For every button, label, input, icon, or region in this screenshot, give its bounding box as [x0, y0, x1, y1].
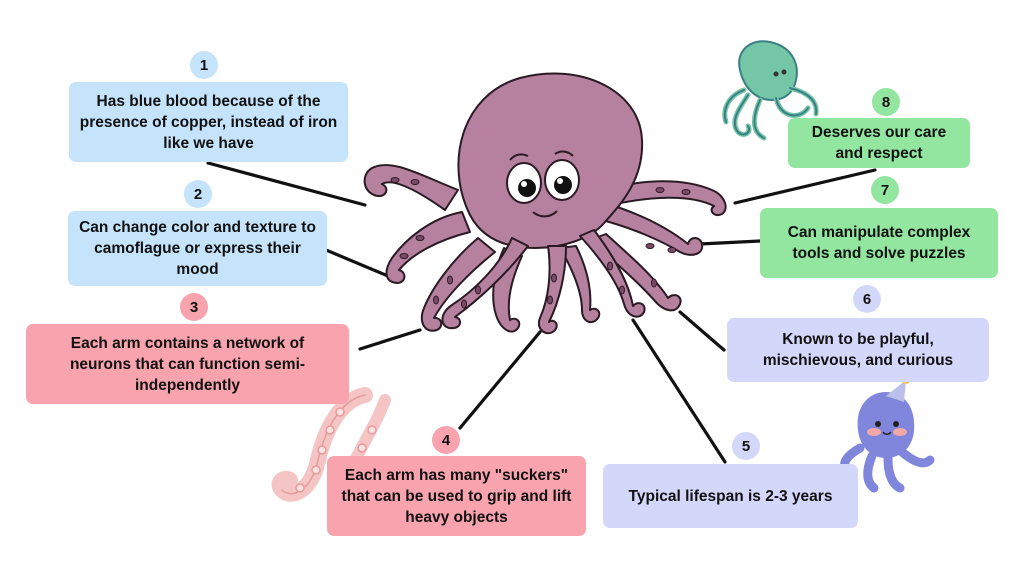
arm-far-right-upper [601, 180, 727, 216]
fact-5-box: Typical lifespan is 2-3 years [603, 464, 858, 528]
connector-line-5 [631, 318, 727, 464]
octopus-face [506, 150, 580, 218]
connector-line-1 [206, 161, 367, 207]
fact-7-number-badge: 7 [871, 176, 899, 204]
arm-far-left-upper [363, 164, 459, 211]
fact-4-number: 4 [441, 431, 451, 449]
fact-3-number-badge: 3 [180, 293, 208, 321]
fact-3-number: 3 [189, 298, 199, 316]
connector-line-3 [358, 328, 422, 351]
fact-7-box: Can manipulate complex tools and solve p… [760, 208, 998, 278]
fact-4-box: Each arm has many "suckers" that can be … [327, 456, 586, 536]
fact-6-number-badge: 6 [853, 285, 881, 313]
fact-4-number-badge: 4 [432, 426, 460, 454]
fact-5-text: Typical lifespan is 2-3 years [628, 487, 833, 505]
green-octopus-sketch [722, 40, 819, 141]
octopus-head [457, 72, 644, 249]
fact-7-number: 7 [880, 181, 890, 199]
fact-3-text: Each arm contains a network of neurons t… [69, 334, 306, 394]
fact-3-box: Each arm contains a network of neurons t… [26, 324, 349, 404]
fact-6-text: Known to be playful, mischievous, and cu… [762, 331, 954, 369]
fact-8-text: Deserves our care and respect [811, 124, 947, 162]
fact-1-box: Has blue blood because of the presence o… [69, 82, 348, 162]
connector-line-8 [733, 168, 877, 205]
suckers [390, 177, 691, 309]
arm-right-lower [589, 233, 682, 312]
connector-lines [206, 161, 877, 464]
arm-left-lower [420, 237, 496, 332]
arm-front-right [579, 229, 646, 318]
fact-8-number: 8 [881, 93, 891, 111]
arm-right-middle [601, 203, 704, 256]
fact-4-text: Each arm has many "suckers" that can be … [341, 466, 572, 526]
arm-center-right [559, 245, 601, 324]
main-octopus [363, 72, 727, 335]
fact-5-number-badge: 5 [732, 432, 760, 460]
fact-6-box: Known to be playful, mischievous, and cu… [727, 318, 989, 382]
connector-line-6 [678, 310, 726, 352]
connector-line-4 [458, 330, 542, 430]
fact-1-text: Has blue blood because of the presence o… [79, 92, 338, 152]
connector-line-7 [698, 239, 762, 246]
fact-1-number: 1 [199, 56, 209, 74]
fact-2-box: Can change color and texture to camoflag… [68, 211, 327, 286]
arm-left-middle [385, 211, 471, 284]
fact-8-number-badge: 8 [872, 88, 900, 116]
connector-line-2 [324, 248, 390, 278]
fact-8-box: Deserves our care and respect [788, 118, 970, 168]
fact-2-number-badge: 2 [184, 180, 212, 208]
fact-7-text: Can manipulate complex tools and solve p… [787, 224, 971, 262]
fact-6-number: 6 [862, 290, 872, 308]
fact-2-text: Can change color and texture to camoflag… [79, 219, 316, 278]
fact-5-number: 5 [741, 437, 751, 455]
fact-2-number: 2 [193, 185, 203, 203]
party-hat-octopus [840, 376, 935, 493]
arm-front-center [537, 245, 567, 335]
fact-1-number-badge: 1 [190, 51, 218, 79]
